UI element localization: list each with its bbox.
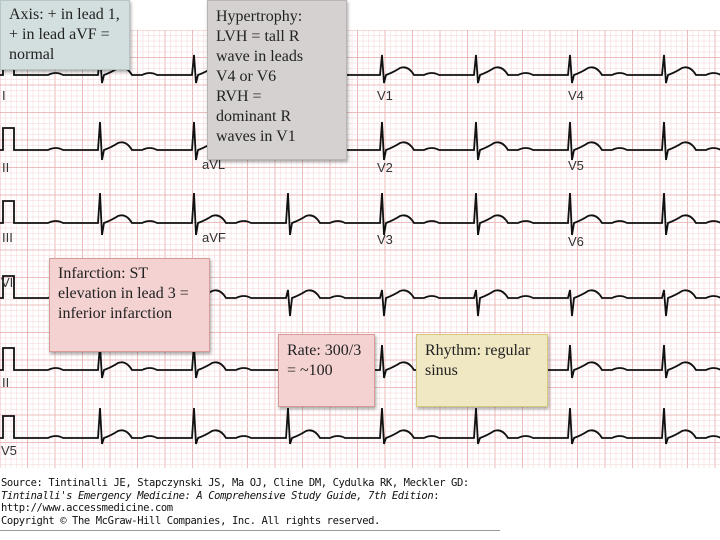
rate-annotation: Rate: 300/3 = ~100 [278,334,375,407]
rhythm-strip-label-II: II [2,375,10,390]
lead-label-I: I [2,88,6,103]
rhythm-strip-label-V5: V5 [1,443,17,458]
lead-label-V1: V1 [377,88,393,103]
lead-label-V3: V3 [377,232,393,247]
lead-label-V4: V4 [568,88,584,103]
hypertrophy-line: LVH = tall R [216,28,300,45]
rhythm-strip-label-V1: VI [1,275,14,290]
source-copyright: Copyright © The McGraw-Hill Companies, I… [1,514,380,527]
ecg-trace-row [0,344,720,379]
hypertrophy-annotation: Hypertrophy: LVH = tall R wave in leads … [207,0,347,160]
infarction-annotation: Infarction: ST elevation in lead 3 = inf… [49,258,210,352]
hypertrophy-line: Hypertrophy: [216,8,303,25]
hypertrophy-line: RVH = [216,88,262,105]
lead-label-V2: V2 [377,160,393,175]
ecg-trace-row [0,192,720,236]
hypertrophy-line: waves in V1 [216,128,296,145]
source-authors: Source: Tintinalli JE, Stapczynski JS, M… [1,477,469,489]
axis-annotation: Axis: + in lead 1, + in lead aVF = norma… [0,0,130,70]
lead-label-V5: V5 [568,158,584,173]
rhythm-annotation: Rhythm: regular sinus [416,334,548,407]
hypertrophy-line: V4 or V6 [216,68,277,85]
ecg-trace-row [0,121,720,161]
hypertrophy-line: wave in leads [216,48,304,65]
source-title-line: Tintinalli's Emergency Medicine: A Compr… [1,490,469,503]
lead-label-aVL: aVL [202,157,226,172]
divider [0,530,500,531]
hypertrophy-line: dominant R [216,108,292,125]
lead-label-III: III [2,230,13,245]
source-title-suffix: : [433,489,440,502]
lead-label-aVF: aVF [202,230,226,245]
lead-label-V6: V6 [568,234,584,249]
ecg-trace-row [0,407,720,445]
ecg-trace-row [0,52,720,84]
source-url[interactable]: http://www.accessmedicine.com [1,502,173,514]
source-citation: Source: Tintinalli JE, Stapczynski JS, M… [1,477,469,527]
lead-label-II: II [2,160,10,175]
source-book-title: Tintinalli's Emergency Medicine: A Compr… [1,489,434,502]
